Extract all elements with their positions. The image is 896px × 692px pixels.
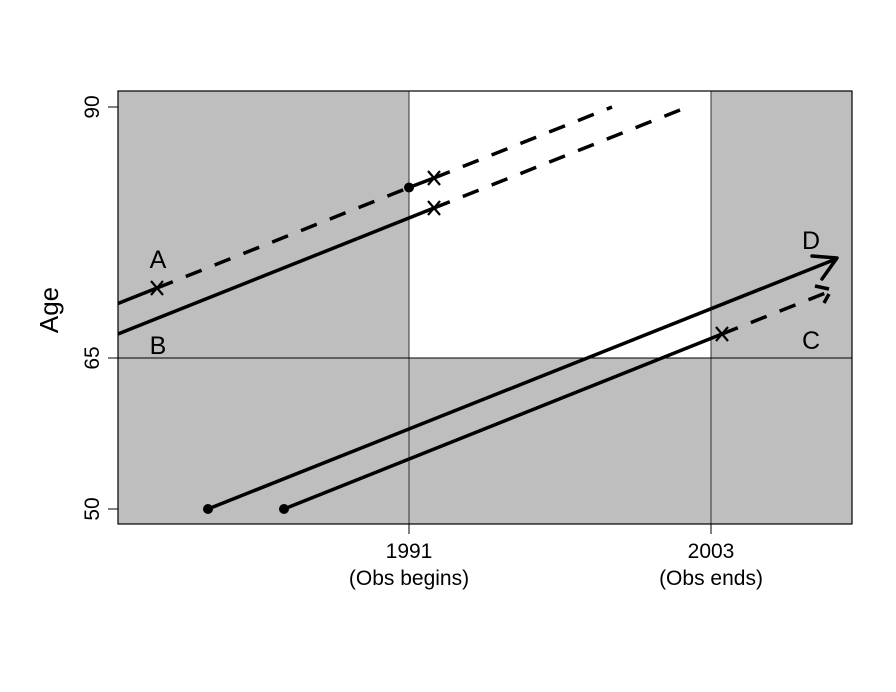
series-d [206, 254, 839, 511]
series-label-b: B [150, 332, 167, 360]
series-label-d: D [802, 227, 820, 255]
y-axis-label: Age [34, 287, 64, 333]
dot-marker-icon [203, 504, 213, 514]
series-label-c: C [802, 327, 820, 355]
x-axis [408, 524, 712, 534]
arrowhead-icon [814, 284, 830, 291]
x-sublabel-obs-begins: (Obs begins) [349, 567, 469, 590]
y-tick-50: 50 [81, 497, 104, 520]
series-c-markers [715, 326, 729, 342]
x-tick-1991: 1991 [386, 540, 433, 563]
series-a [117, 105, 613, 306]
series-b-markers [427, 200, 441, 216]
dot-marker-icon [404, 182, 414, 193]
series-c [283, 284, 831, 511]
x-sublabel-obs-ends: (Obs ends) [659, 567, 763, 590]
series-b [117, 108, 681, 336]
arrowhead-icon [810, 254, 839, 281]
y-tick-65: 65 [81, 346, 104, 369]
x-tick-2003: 2003 [688, 540, 735, 563]
plot-border [117, 90, 853, 525]
y-axis [108, 106, 118, 510]
series-a-markers [150, 170, 441, 296]
series-label-a: A [150, 246, 167, 274]
observation-window [409, 91, 711, 358]
y-tick-90: 90 [81, 95, 104, 118]
dot-marker-icon [279, 504, 289, 514]
